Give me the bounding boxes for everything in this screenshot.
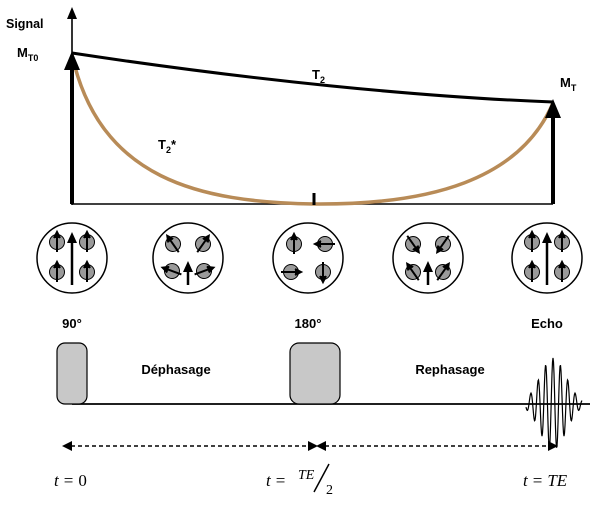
rephasing-label: Rephasage	[415, 362, 484, 377]
spin-state-90: 90°	[36, 222, 108, 331]
dephase-arrow-right-head	[308, 441, 318, 451]
rephase-arrow-left-head	[316, 441, 326, 451]
echo-signal-wave	[525, 357, 583, 448]
fraction-slash	[313, 463, 330, 493]
stage-label-90: 90°	[62, 316, 82, 331]
time-half-te-label: t= TE 2	[266, 463, 333, 498]
dephase-arrow-left-head	[62, 441, 72, 451]
initial-signal-arrow	[64, 51, 80, 70]
time-zero-label: t=0	[54, 471, 87, 490]
timeline: t=0 t= TE 2 t=TE	[54, 441, 568, 498]
spin-arrows	[405, 235, 451, 281]
pulse-sequence: Déphasage Rephasage	[56, 342, 590, 448]
spin-state-rephasing	[392, 222, 464, 294]
te-numerator: TE	[298, 468, 315, 483]
net-magnetization-head	[183, 261, 193, 272]
spin-states: 90° 180°	[36, 222, 583, 331]
spin-arrows	[524, 229, 570, 282]
net-magnetization-head	[542, 232, 552, 243]
y-axis-arrow	[67, 7, 77, 19]
t2star-curve-label: T2*	[158, 137, 177, 155]
signal-graph: Signal MT0 MT T2 T2*	[6, 7, 577, 206]
t2-curve-label: T2	[312, 67, 325, 85]
pulse-180	[289, 342, 341, 405]
spin-state-echo: Echo	[511, 222, 583, 331]
te-denominator: 2	[326, 483, 333, 498]
net-magnetization-head	[423, 261, 433, 272]
rephase-arrow-right-head	[548, 441, 558, 451]
spin-state-180: 180°	[272, 222, 344, 331]
stage-label-180: 180°	[295, 316, 322, 331]
svg-text:t=: t=	[266, 471, 285, 490]
spin-state-dephasing	[152, 222, 224, 294]
dephasing-label: Déphasage	[141, 362, 210, 377]
final-magnetization-label: MT	[560, 75, 577, 93]
net-magnetization-head	[67, 232, 77, 243]
initial-magnetization-label: MT0	[17, 45, 38, 63]
t2-curve	[71, 51, 554, 104]
signal-axis-label: Signal	[6, 17, 44, 31]
time-te-label: t=TE	[523, 471, 568, 490]
spin-circle	[272, 222, 344, 294]
spin-arrows	[281, 231, 335, 285]
spin-arrows	[49, 229, 95, 282]
pulse-90	[56, 342, 88, 405]
stage-label-echo: Echo	[531, 316, 563, 331]
spin-arrows	[160, 233, 216, 279]
echo-signal-arrow	[545, 99, 561, 118]
